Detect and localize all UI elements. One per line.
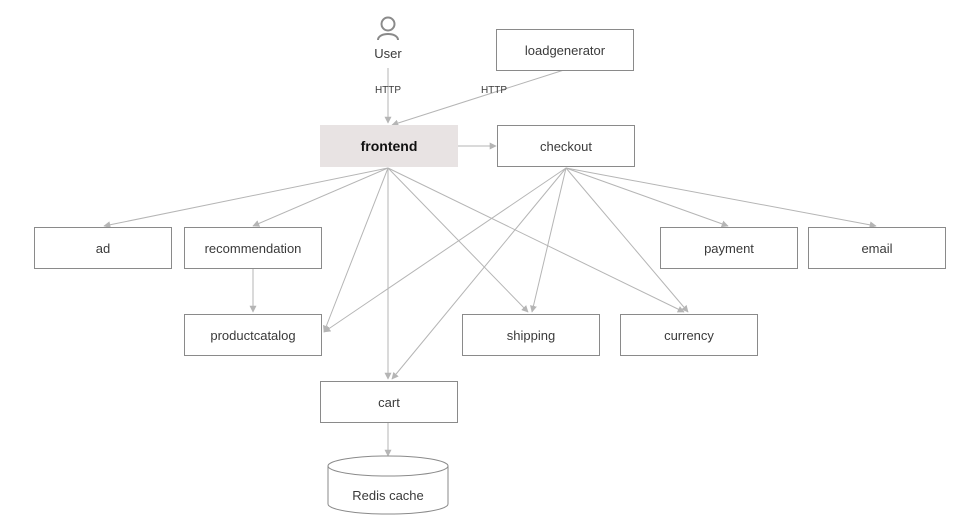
edge-checkout-productcatalog — [323, 167, 567, 333]
node-email[interactable]: email — [808, 227, 946, 269]
edge-frontend-productcatalog — [323, 167, 389, 333]
edge-frontend-recommendation — [252, 167, 389, 227]
node-checkout[interactable]: checkout — [497, 125, 635, 167]
redis-cache-cylinder — [327, 455, 449, 515]
node-ad[interactable]: ad — [34, 227, 172, 269]
node-currency[interactable]: currency — [620, 314, 758, 356]
node-frontend[interactable]: frontend — [320, 125, 458, 167]
user-label: User — [374, 46, 402, 61]
node-redis-cache[interactable]: Redis cache — [352, 488, 424, 503]
node-payment[interactable]: payment — [660, 227, 798, 269]
node-shipping[interactable]: shipping — [462, 314, 600, 356]
edge-frontend-currency — [387, 167, 685, 313]
edge-checkout-cart — [391, 167, 567, 380]
node-loadgenerator[interactable]: loadgenerator — [496, 29, 634, 71]
edge-loadgen-frontend — [391, 69, 565, 127]
edge-frontend-shipping — [387, 167, 529, 313]
edge-checkout-currency — [565, 167, 689, 313]
node-recommendation[interactable]: recommendation — [184, 227, 322, 269]
edge-frontend-ad — [103, 167, 389, 229]
node-cart[interactable]: cart — [320, 381, 458, 423]
edge-label-loadgen-http: HTTP — [480, 85, 508, 96]
edge-checkout-shipping — [530, 167, 567, 313]
node-productcatalog[interactable]: productcatalog — [184, 314, 322, 356]
user-icon — [377, 16, 399, 41]
edge-label-user-http: HTTP — [374, 85, 402, 96]
edge-checkout-email — [565, 167, 877, 229]
edge-checkout-payment — [565, 167, 729, 228]
